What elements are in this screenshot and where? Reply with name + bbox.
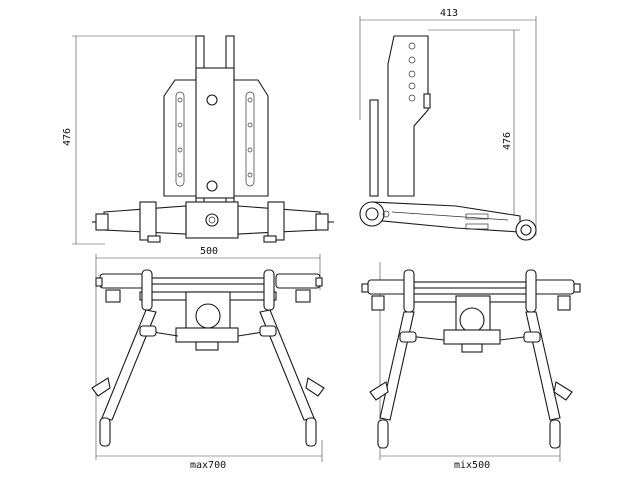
side-height-dimension: 476 (502, 132, 513, 150)
top-width-dimension: 500 (200, 246, 218, 257)
top-view-max: 500 max700 (91, 246, 325, 471)
top-view-min: mix500 (361, 262, 581, 471)
top-min-dimension: mix500 (454, 460, 490, 471)
top-max-dimension: max700 (190, 460, 226, 471)
side-width-dimension: 413 (440, 8, 458, 19)
front-view: 476 (62, 35, 334, 245)
side-view: 413 476 (359, 8, 537, 241)
front-height-dimension: 476 (62, 128, 73, 146)
